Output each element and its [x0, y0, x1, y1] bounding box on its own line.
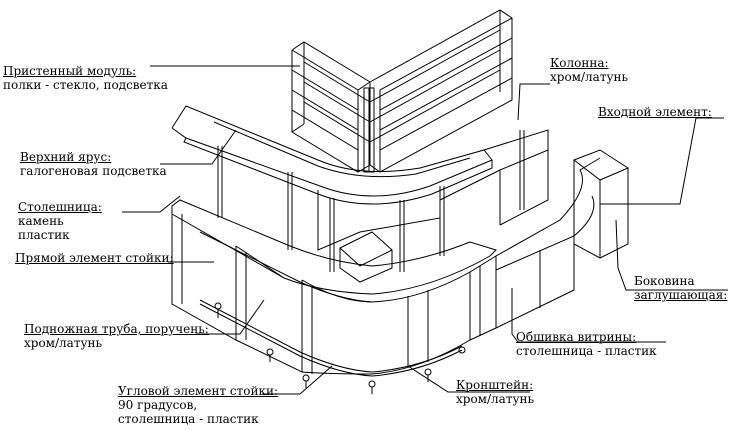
label-wall-module: Пристенный модуль: полки - стекло, подсв… [3, 64, 168, 92]
label-column: Колонна: хром/латунь [550, 56, 628, 84]
label-corner-element-line1: 90 градусов, [118, 398, 198, 412]
leader-lines [122, 65, 728, 395]
label-upper-tier-sub: галогеновая подсветка [20, 164, 167, 178]
label-bracket-title: Кронштейн: [456, 378, 534, 392]
label-countertop-line1: камень [18, 214, 64, 228]
label-showcase-cladding-title: Обшивка витрины: [516, 330, 637, 344]
label-corner-element-title: Угловой элемент стойки: [118, 384, 279, 398]
label-foot-pipe-title: Подножная труба, поручень: [24, 322, 209, 336]
label-entry-element: Входной элемент: [598, 105, 712, 119]
label-showcase-cladding: Обшивка витрины: столешница - пластик [516, 330, 657, 358]
label-upper-tier-title: Верхний ярус: [20, 150, 112, 164]
label-column-sub: хром/латунь [550, 70, 629, 84]
label-wall-module-sub: полки - стекло, подсветка [3, 78, 168, 92]
label-countertop-line2: пластик [18, 228, 70, 242]
showcase-entry [495, 149, 630, 329]
label-straight-element-title: Прямой элемент стойки: [15, 251, 174, 265]
label-side-panel-sub: заглушающая: [634, 288, 728, 302]
label-foot-pipe-sub: хром/латунь [24, 336, 103, 350]
label-side-panel: Боковина заглушающая: [634, 274, 727, 302]
label-showcase-cladding-sub: столешница - пластик [516, 344, 657, 358]
label-bracket: Кронштейн: хром/латунь [456, 378, 534, 406]
label-wall-module-title: Пристенный модуль: [3, 64, 137, 78]
label-countertop: Столешница: камень пластик [18, 200, 102, 242]
wall-module-shelving [291, 9, 513, 173]
label-column-title: Колонна: [550, 56, 609, 70]
label-side-panel-title: Боковина [634, 274, 695, 288]
label-countertop-title: Столешница: [18, 200, 102, 214]
rear-cabinets [317, 129, 549, 283]
label-straight-element: Прямой элемент стойки: [15, 251, 174, 265]
label-upper-tier: Верхний ярус: галогеновая подсветка [20, 150, 167, 178]
label-corner-element: Угловой элемент стойки: 90 градусов, сто… [118, 384, 278, 426]
label-corner-element-line2: столешница - пластик [118, 412, 259, 426]
foot-pipe [199, 231, 466, 394]
label-foot-pipe: Подножная труба, поручень: хром/латунь [24, 322, 209, 350]
label-entry-element-title: Входной элемент: [598, 105, 712, 119]
label-bracket-sub: хром/латунь [456, 392, 535, 406]
